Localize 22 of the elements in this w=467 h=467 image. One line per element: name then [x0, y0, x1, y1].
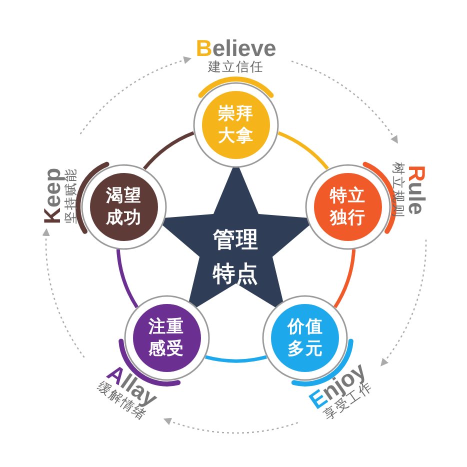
- circle-label: 注重感受: [148, 316, 186, 360]
- circle-label: 价值多元: [286, 316, 324, 360]
- connecting-arc: [143, 131, 194, 170]
- connecting-arc: [333, 249, 356, 308]
- subtitle: 坚持赋能: [64, 168, 80, 224]
- connecting-arc: [278, 131, 329, 170]
- circle-label: 渴望成功: [104, 184, 143, 229]
- arrow: [42, 228, 85, 358]
- connecting-arc: [116, 249, 139, 308]
- arrow: [163, 417, 298, 434]
- keyword: Keep: [40, 168, 64, 224]
- subtitle: 树立规则: [389, 162, 405, 218]
- star-label: 管理特点: [212, 226, 260, 289]
- arrow: [291, 60, 398, 144]
- circle-label: 特立独行: [328, 184, 368, 229]
- keyword: Rule: [405, 165, 429, 215]
- connecting-arc: [205, 355, 267, 363]
- arrow: [380, 240, 427, 366]
- circle-label: 崇拜大拿: [217, 103, 255, 147]
- arrow: [80, 56, 192, 134]
- subtitle: 建立信任: [207, 60, 265, 76]
- keyword: Believe: [196, 36, 276, 60]
